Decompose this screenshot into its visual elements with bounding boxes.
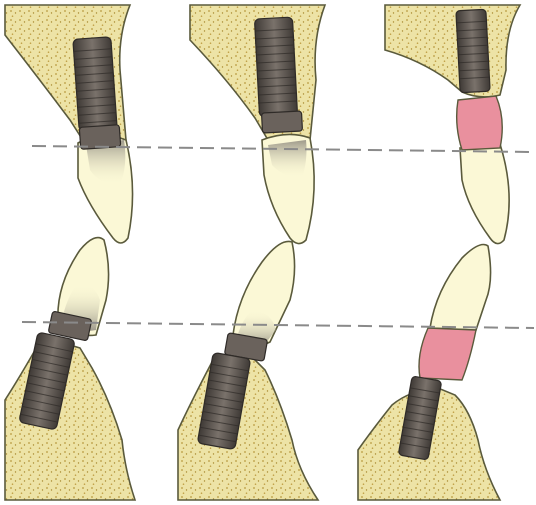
bone [385, 5, 520, 97]
panel-upper-middle [190, 5, 325, 244]
pink-collar [419, 328, 476, 380]
crown-tooth [460, 144, 509, 244]
panel-lower-middle [178, 241, 318, 500]
panel-upper-right [385, 5, 520, 244]
panel-lower-right [358, 245, 500, 501]
panel-lower-left [5, 238, 135, 500]
panel-upper-left [5, 5, 133, 243]
implant [456, 9, 490, 92]
crown-tooth [430, 245, 491, 331]
pink-collar [457, 96, 503, 150]
